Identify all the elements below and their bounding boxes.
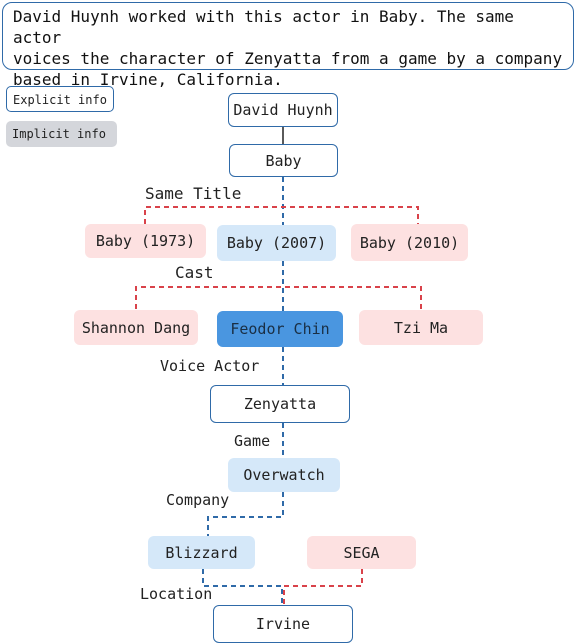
legend-implicit: Implicit info	[6, 121, 117, 147]
node-sega: SEGA	[307, 536, 416, 569]
node-overwatch: Overwatch	[228, 458, 340, 492]
node-baby-2007: Baby (2007)	[217, 225, 336, 261]
link-overwatch-blizzard	[207, 492, 284, 536]
node-baby: Baby	[229, 144, 338, 177]
red-path	[135, 206, 422, 604]
link-sega-irvine	[283, 569, 363, 604]
label-location: Location	[140, 585, 213, 603]
node-david-huynh: David Huynh	[228, 93, 338, 127]
label-voice-actor: Voice Actor	[160, 357, 260, 375]
label-cast: Cast	[175, 263, 214, 282]
node-irvine: Irvine	[213, 605, 353, 643]
label-game: Game	[234, 432, 271, 450]
node-shannon-dang: Shannon Dang	[74, 310, 198, 345]
link-cast-branch	[135, 286, 422, 309]
link-same-title-branch	[144, 206, 419, 224]
node-feodor-chin: Feodor Chin	[217, 311, 343, 347]
node-blizzard: Blizzard	[148, 536, 255, 569]
node-baby-2010: Baby (2010)	[351, 224, 468, 261]
label-same-title: Same Title	[145, 184, 242, 203]
legend-explicit: Explicit info	[6, 86, 114, 112]
node-tzi-ma: Tzi Ma	[359, 310, 483, 345]
node-zenyatta: Zenyatta	[210, 385, 350, 423]
question-text: David Huynh worked with this actor in Ba…	[2, 2, 574, 89]
node-baby-1973: Baby (1973)	[85, 224, 206, 258]
blue-path	[202, 177, 284, 605]
label-company: Company	[166, 491, 230, 509]
link-blizzard-irvine	[202, 569, 283, 605]
